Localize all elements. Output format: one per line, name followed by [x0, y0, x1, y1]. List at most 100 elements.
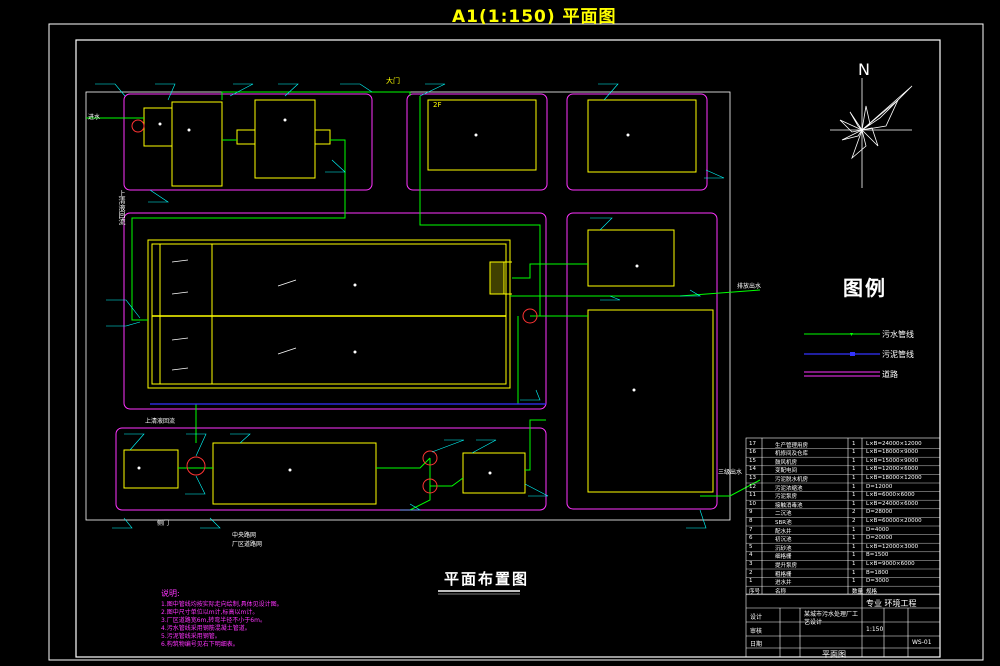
- title-block-cell-no: 16: [749, 449, 756, 456]
- gate-label: 大门: [386, 77, 400, 85]
- discharge-label: 排放出水: [737, 283, 762, 290]
- title-block-cell-name: 生产管理用房: [775, 442, 809, 449]
- flow-arrows: [171, 259, 297, 371]
- title-block-cell-no: 17: [749, 440, 756, 447]
- title-block-cell-spec: L×B=6000×6000: [866, 492, 915, 499]
- svg-text:▾: ▾: [850, 331, 853, 338]
- title-block-cell-no: 6: [749, 535, 753, 542]
- title-block-cell-no: 13: [749, 474, 756, 481]
- title-block-cell-name: 名称: [775, 588, 787, 595]
- title-block-cell-qty: 2: [852, 517, 856, 524]
- title-block-cell-name: 鼓风机房: [775, 459, 798, 466]
- title-block-designer: 设计: [750, 614, 763, 621]
- title-block-cell-spec: L×B=24000×6000: [866, 500, 919, 507]
- building-2f-label: 2F: [433, 101, 442, 109]
- title-block-cell-qty: 1: [852, 578, 856, 585]
- title-block-cell-no: 9: [749, 509, 753, 516]
- title-block-cell-qty: 1: [852, 474, 856, 481]
- title-block-cell-name: 变配电间: [775, 468, 798, 475]
- note-line: 6.构筑物编号见右下明细表。: [161, 641, 239, 648]
- title-block-cell-qty: 1: [852, 569, 856, 576]
- side-gate-label: 侧门: [157, 520, 170, 527]
- inlet-label: 进水: [88, 114, 101, 121]
- title-block-cell-spec: 规格: [866, 588, 878, 595]
- note-line: 4.污水管线采用钢筋混凝土管道。: [161, 625, 251, 632]
- title-block-cell-name: 污泥浓缩池: [775, 485, 803, 492]
- roads: [115, 93, 718, 511]
- title-block-cell-name: 机修间及仓库: [775, 451, 809, 458]
- title-block-sheet-no: WS-01: [912, 639, 932, 646]
- title-block-cell-qty: 1: [852, 500, 856, 507]
- title-block-cell-name: 污泥泵房: [775, 494, 798, 501]
- title-block-cell-no: 4: [749, 552, 753, 559]
- note-line: 3.厂区道路宽6m,转弯半径不小于6m。: [161, 617, 266, 624]
- title-block-cell-spec: D=3000: [866, 578, 889, 585]
- title-block-cell-spec: L×B=60000×20000: [866, 517, 922, 524]
- title-block-cell-spec: L×B=18000×12000: [866, 474, 922, 481]
- title-block-cell-qty: 1: [852, 560, 856, 567]
- title-block-cell-qty: 1: [852, 457, 856, 464]
- note-line: 2.图中尺寸单位以m计,标高以m计。: [161, 609, 259, 616]
- notes-title: 说明:: [161, 589, 180, 598]
- title-block-date: 日期: [750, 641, 763, 648]
- title-block-cell-spec: L×B=9000×6000: [866, 560, 915, 567]
- site-boundary: [85, 91, 731, 521]
- title-block-cell-name: 初沉池: [775, 537, 792, 544]
- title-block-drawing-name: 平面图: [822, 650, 846, 659]
- sludge-return-label: 上清液回流: [118, 190, 126, 225]
- title-block-cell-name: SBR池: [775, 519, 792, 526]
- structures: [123, 99, 714, 505]
- title-block-cell-qty: 1: [852, 552, 856, 559]
- title-block-cell-spec: D=28000: [866, 509, 893, 516]
- sewage-lines: [86, 91, 761, 511]
- structure-markers: [137, 118, 639, 475]
- plan-title: 平面布置图: [444, 570, 530, 588]
- note-line: 1.图中管线均按实际走向绘制,具体见设计图。: [161, 601, 283, 608]
- title-block-cell-no: 1: [749, 578, 753, 585]
- title-block-cell-spec: B=1500: [866, 552, 889, 559]
- title-block-cell-spec: L×B=12000×6000: [866, 466, 919, 473]
- title-block-cell-no: 8: [749, 517, 753, 524]
- title-block-cell-qty: 1: [852, 449, 856, 456]
- plant-road-label: 厂区道路网: [232, 541, 263, 548]
- title-block-cell-name: 二沉池: [775, 511, 792, 518]
- title-block-cell-qty: 1: [852, 535, 856, 542]
- pump-wells: [131, 119, 538, 494]
- title-block-row-lines: [746, 448, 940, 595]
- title-block-cell-name: 进水井: [775, 580, 792, 587]
- title-block-cell-name: 配水井: [775, 528, 792, 535]
- title-block-cell-spec: D=20000: [866, 535, 893, 542]
- title-block-cell-no: 序号: [749, 588, 761, 595]
- center-road-label: 中央路网: [232, 532, 257, 539]
- title-block-cell-no: 15: [749, 457, 756, 464]
- title-block-cell-no: 11: [749, 492, 756, 499]
- north-arrow-icon: [830, 78, 913, 188]
- tag-leaders: [95, 83, 725, 529]
- title-block-cell-name: 接触消毒池: [775, 502, 803, 509]
- title-block-cell-name: 粗格栅: [775, 571, 792, 578]
- legend-label-sewage: 污水管线: [882, 330, 914, 339]
- title-block-cell-qty: 1: [852, 492, 856, 499]
- outer-border: [48, 23, 984, 661]
- title-block-cell-name: 污泥脱水机房: [775, 476, 809, 483]
- title-block-cell-name: 沉砂池: [775, 545, 792, 552]
- legend-label-road: 道路: [882, 370, 898, 379]
- title-block-cell-no: 5: [749, 543, 753, 550]
- outlet3-label: 三级出水: [718, 469, 743, 476]
- inner-border: [75, 39, 941, 658]
- title-block-cell-spec: B=1800: [866, 569, 889, 576]
- legend-samples: ▾: [804, 331, 880, 377]
- title-block-cell-no: 12: [749, 483, 756, 490]
- title-block-cell-no: 3: [749, 560, 753, 567]
- title-block-cell-no: 2: [749, 569, 753, 576]
- title-block-project: 某城市污水处理厂工艺设计: [804, 611, 859, 626]
- title-block-cell-qty: 1: [852, 526, 856, 533]
- title-block-cell-no: 14: [749, 466, 756, 473]
- title-block-cell-name: 细格栅: [775, 554, 792, 561]
- title-block-cell-spec: L×B=12000×3000: [866, 543, 919, 550]
- title-block-cell-spec: L×B=18000×9000: [866, 449, 919, 456]
- title-block-scale: 1:150: [866, 626, 884, 633]
- title-block-school: 专业 环境工程: [866, 599, 917, 608]
- title-block: [745, 437, 941, 658]
